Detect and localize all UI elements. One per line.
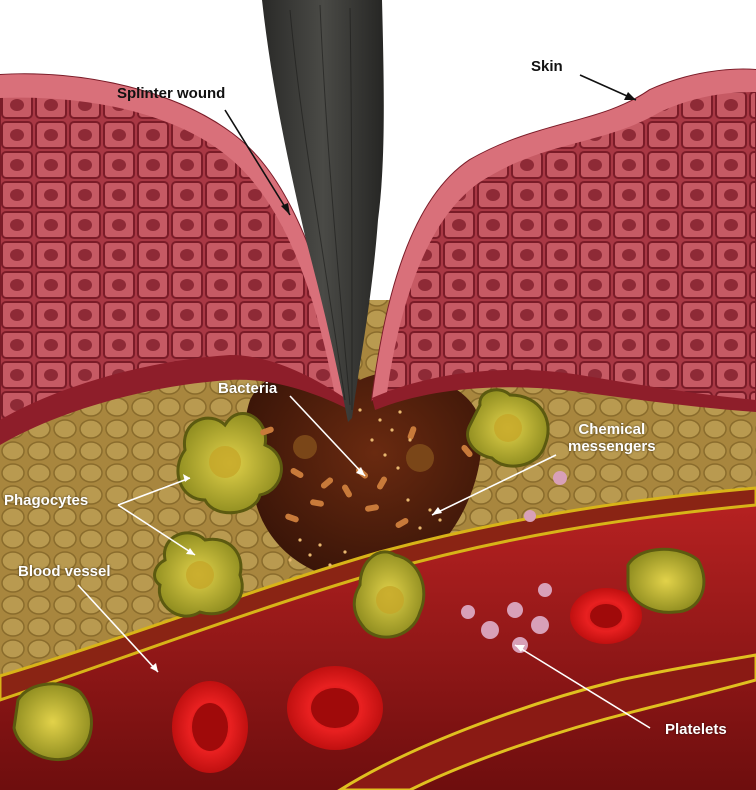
- blood-vessel-pointer: [77, 584, 159, 673]
- pointer-lines: [77, 74, 651, 729]
- phagocytes-label: Phagocytes: [4, 492, 89, 509]
- chemical-messengers-label-line2: messengers: [568, 438, 656, 455]
- skin-right-base: [372, 369, 756, 412]
- platelets: [461, 471, 567, 653]
- phagocyte-nuclei: [186, 414, 522, 614]
- splinter-grain: [289, 4, 353, 411]
- skin-right-surface: [372, 69, 756, 401]
- blood-vessel-label: Blood vessel: [18, 563, 111, 580]
- skin-left-base: [0, 355, 350, 445]
- splinter-wound-pointer: [224, 109, 291, 216]
- phagocytes-pointer-1: [117, 477, 191, 506]
- pointer-arrowheads: [150, 92, 636, 672]
- bacteria-label: Bacteria: [218, 380, 278, 397]
- splinter-wound-label: Splinter wound: [117, 85, 226, 102]
- red-blood-cells: [172, 588, 642, 773]
- chemical-messengers-label: Chemical messengers: [568, 421, 656, 455]
- chemical-messengers-pointer: [431, 454, 557, 516]
- chemical-messengers-label-line1: Chemical: [578, 421, 646, 438]
- skin-label: Skin: [531, 58, 563, 75]
- phagocytes-pointer-2: [117, 504, 196, 556]
- platelets-label: Platelets: [665, 721, 727, 738]
- chemical-messengers: [288, 408, 442, 567]
- bacteria-pointer: [289, 395, 366, 477]
- bacteria: [260, 426, 473, 528]
- vessel-wall-upper: [0, 486, 756, 702]
- platelets-pointer: [514, 644, 651, 729]
- splinter: [262, 0, 384, 422]
